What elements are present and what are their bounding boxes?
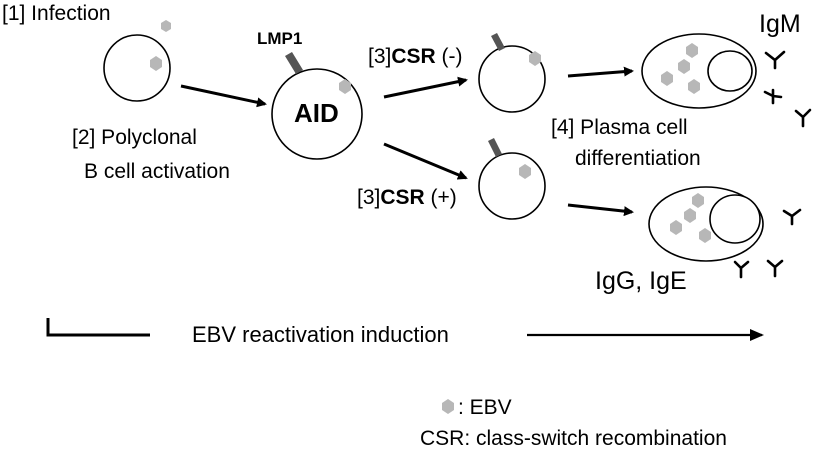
igm-antibody-3-icon [794, 108, 812, 128]
ebv-in-cell-1-icon [150, 56, 162, 71]
step-polyclonal-label-line2: B cell activation [84, 160, 230, 183]
ebv-in-aid-cell-icon [339, 79, 351, 94]
ebv-plasma-igg-2-icon [684, 208, 696, 223]
ebv-virion-free-icon [161, 20, 171, 32]
arrow-plasma-igg [567, 203, 634, 217]
igg-ige-label: IgG, IgE [595, 267, 687, 295]
reactivation-axis-start [46, 318, 150, 337]
plasma-cell-label-line2: differentiation [575, 147, 701, 170]
igg-antibody-3-icon [766, 259, 784, 278]
b-cell-csr-plus [478, 152, 546, 220]
igm-label: IgM [759, 10, 801, 38]
legend-ebv-icon [442, 399, 454, 414]
ebv-in-csr-minus-cell-icon [529, 51, 541, 66]
csr-plus-label: [3]CSR (+) [357, 186, 457, 209]
ebv-plasma-igg-4-icon [699, 228, 711, 243]
lmp1-receptor-csr-plus-icon [488, 138, 502, 157]
arrow-csr-minus [383, 76, 468, 99]
arrow-csr-plus [383, 142, 468, 180]
lmp1-receptor-csr-minus-icon [491, 33, 505, 51]
ebv-plasma-igg-3-icon [692, 193, 704, 208]
legend-ebv-label: : EBV [458, 396, 512, 419]
lmp1-label: LMP1 [257, 29, 302, 48]
step-infection-label: [1] Infection [2, 2, 111, 25]
ebv-plasma-igm-3-icon [686, 43, 698, 58]
igg-antibody-2-icon [733, 260, 750, 279]
ebv-reactivation-label: EBV reactivation induction [192, 322, 449, 347]
csr-minus-label: [3]CSR (-) [368, 45, 463, 68]
step-polyclonal-label-line1: [2] Polyclonal [72, 126, 197, 149]
arrow-plasma-igm [567, 66, 634, 78]
plasma-cell-igg-nucleus [709, 194, 761, 244]
ebv-plasma-igm-1-icon [661, 71, 673, 86]
ebv-plasma-igm-4-icon [688, 79, 700, 94]
legend-csr-label: CSR: class-switch recombination [420, 427, 727, 450]
b-cell-csr-minus [478, 45, 546, 113]
igm-antibody-2-icon [763, 88, 783, 105]
activated-b-cell [271, 68, 363, 160]
arrow-activation [180, 84, 267, 108]
infected-b-cell [103, 34, 171, 102]
plasma-cell-label-line1: [4] Plasma cell [551, 116, 688, 139]
ebv-in-csr-plus-cell-icon [519, 164, 531, 179]
ebv-plasma-igg-1-icon [670, 220, 682, 235]
aid-label: AID [294, 98, 339, 128]
lmp1-receptor-icon [285, 52, 303, 74]
igg-antibody-1-icon [782, 208, 802, 226]
plasma-cell-igm-nucleus [707, 50, 753, 92]
igm-antibody-1-icon [764, 50, 786, 70]
ebv-plasma-igm-2-icon [678, 59, 690, 74]
